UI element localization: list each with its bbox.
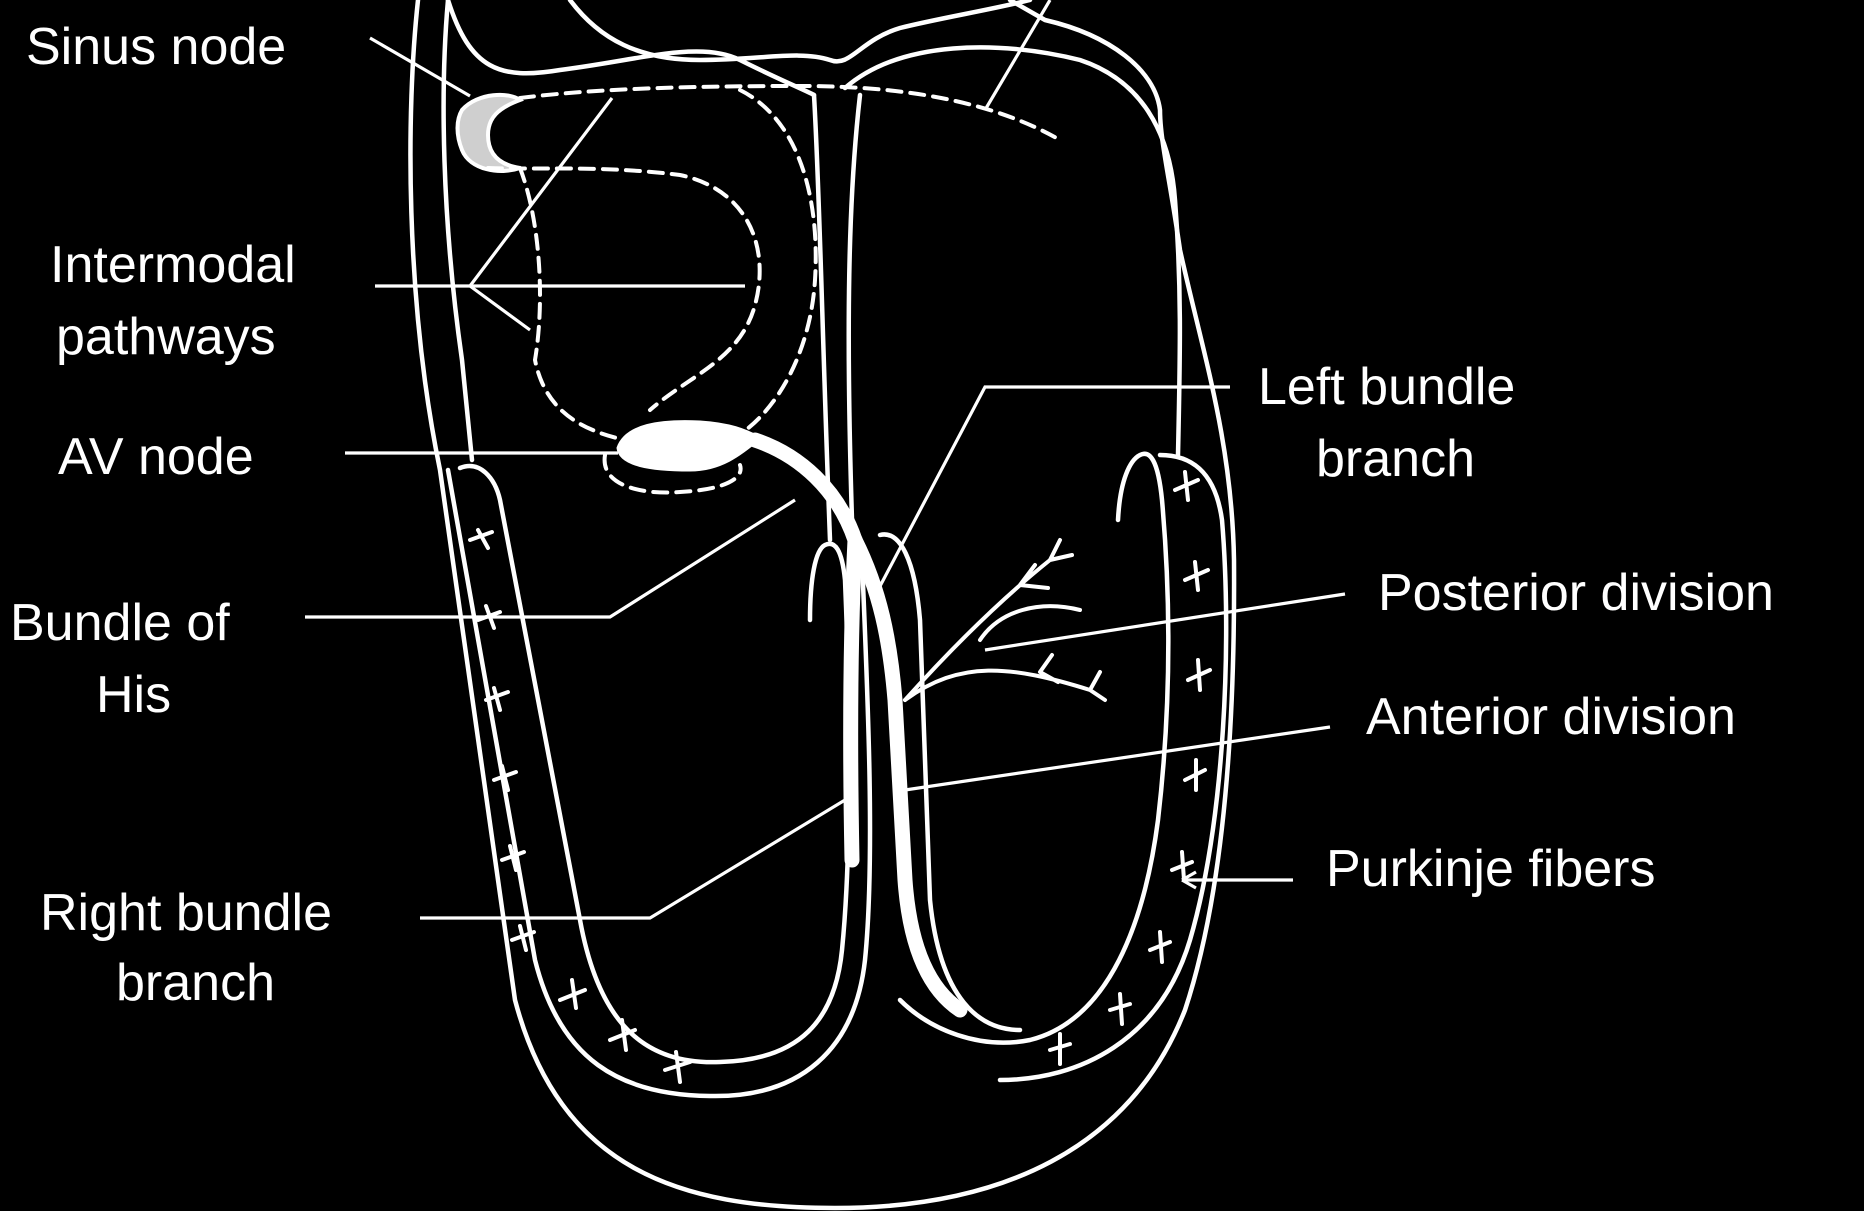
label-left-bundle-line2: branch (1316, 430, 1475, 488)
label-purkinje-fibers: Purkinje fibers (1326, 840, 1655, 898)
label-right-bundle-line2: branch (116, 954, 275, 1012)
label-internodal-line1: Intermodal (50, 236, 296, 294)
label-left-bundle-line1: Left bundle (1258, 358, 1515, 416)
label-right-bundle-line1: Right bundle (40, 884, 332, 942)
label-av-node: AV node (58, 428, 254, 486)
label-anterior-division: Anterior division (1366, 688, 1736, 746)
label-bundle-of-his-line1: Bundle of (10, 594, 230, 652)
label-sinus-node: Sinus node (26, 18, 286, 76)
label-posterior-division: Posterior division (1378, 564, 1774, 622)
label-internodal-line2: pathways (56, 308, 276, 366)
right-bundle-branch (851, 540, 855, 860)
label-bundle-of-his-line2: His (96, 666, 171, 724)
